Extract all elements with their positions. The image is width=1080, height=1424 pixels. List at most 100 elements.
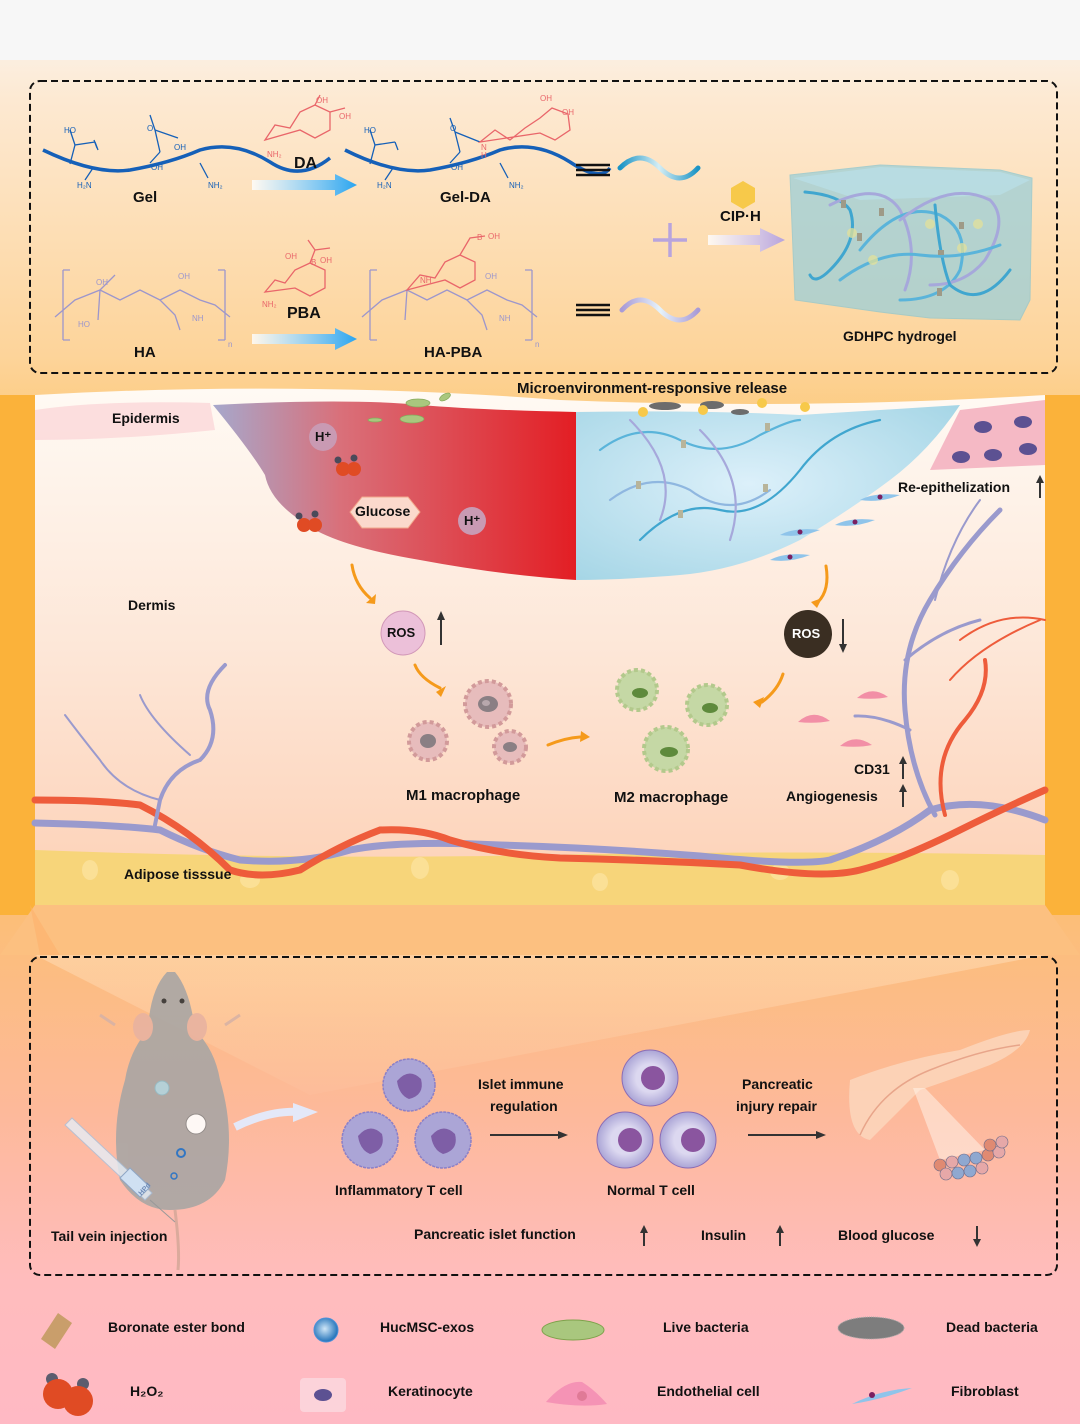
chem-group-gelda-oh: OH	[451, 163, 463, 172]
inflammatory-t-cell-label: Inflammatory T cell	[335, 1182, 463, 1198]
ha-label: HA	[134, 344, 156, 361]
chem-group-gelda-h: H	[481, 151, 487, 160]
chem-group-ha-oh-2: OH	[178, 272, 190, 281]
dermis-label: Dermis	[128, 597, 176, 613]
pba-molecule	[263, 239, 331, 297]
gel-da-strand-icon	[617, 155, 701, 181]
blood-vessels	[31, 499, 1049, 879]
glucose-label: Glucose	[355, 503, 411, 519]
gel-label: Gel	[133, 189, 158, 206]
chem-group-ha-oh: OH	[96, 278, 108, 287]
chem-group-gelda-oh-4: OH	[562, 108, 574, 117]
epidermis-label: Epidermis	[112, 410, 180, 426]
trend-arrows-wound	[899, 475, 1044, 807]
chem-group-pba-oh: OH	[285, 252, 297, 261]
legend-dead-bacteria-label: Dead bacteria	[946, 1319, 1038, 1335]
inflammatory-t-cells	[341, 1058, 472, 1169]
repair-label-line1: Pancreatic	[742, 1076, 813, 1092]
proton-bubble-2	[458, 507, 486, 535]
chem-group-hapba-oh-2: OH	[485, 272, 497, 281]
legend-boronate-label: Boronate ester bond	[108, 1319, 245, 1335]
pba-label: PBA	[287, 305, 321, 322]
normal-t-cells	[596, 1049, 717, 1169]
chem-group-ha-n: n	[228, 340, 233, 349]
keratinocyte-icon	[300, 1378, 346, 1412]
projection-fan	[35, 955, 1045, 1095]
chem-group-ha-ho: HO	[78, 320, 90, 329]
legend-live-bacteria-label: Live bacteria	[663, 1319, 749, 1335]
chem-group-gelda-o: O	[450, 124, 457, 133]
chem-group-da-oh-2: OH	[339, 112, 351, 121]
cip-drug-hexagon-icon	[731, 181, 755, 209]
da-label: DA	[294, 155, 318, 172]
hydrogel-label: GDHPC hydrogel	[843, 328, 957, 344]
ha-pba-label: HA-PBA	[424, 344, 483, 361]
glucose-hexagon	[349, 496, 421, 529]
mouse-illustration	[99, 972, 241, 1271]
fibroblast-cells	[770, 494, 900, 561]
adipose-label: Adipose tisssue	[124, 866, 232, 882]
chem-group-oh-2: OH	[151, 163, 163, 172]
gel-chain-structure	[42, 114, 332, 181]
legend-keratinocyte-label: Keratinocyte	[388, 1383, 473, 1399]
plus-sign	[653, 223, 687, 257]
chem-group-da-nh2: NH₂	[267, 150, 282, 159]
dead-bacteria-icon	[837, 1316, 905, 1340]
legend-exosome-label: HucMSC-exos	[380, 1319, 475, 1335]
legend-icons	[41, 1313, 912, 1416]
equivalent-sign-ha-pba	[576, 303, 610, 317]
chem-group-o: O	[147, 124, 154, 133]
exosome-icon	[313, 1317, 339, 1343]
h2o2-molecule-icon	[43, 1373, 93, 1416]
equivalent-sign-gel-da	[576, 163, 610, 177]
dopamine-molecule	[263, 94, 346, 142]
gel-da-label: Gel-DA	[440, 189, 491, 206]
released-drug-particles	[638, 398, 810, 417]
chem-group-hapba-oh: OH	[488, 232, 500, 241]
chem-group-oh: OH	[174, 143, 186, 152]
ha-pba-strand-icon	[619, 297, 701, 323]
endothelial-cell-icon	[546, 1381, 607, 1406]
live-bacteria-icon	[541, 1319, 605, 1341]
boronate-ester-bond-icon	[41, 1313, 72, 1349]
chem-group-gelda-oh-3: OH	[540, 94, 552, 103]
legend-endothelial-label: Endothelial cell	[657, 1383, 760, 1399]
top-margin	[0, 0, 1080, 60]
gdhpc-hydrogel-block	[789, 164, 1033, 321]
gel-da-chain-structure	[344, 107, 612, 181]
chem-group-hapba-b: B	[477, 233, 483, 242]
cip-h-label: CIP·H	[720, 208, 761, 225]
ha-pba-structure	[361, 235, 538, 341]
reaction-arrow-da	[252, 174, 357, 196]
outcome-trend-arrows	[640, 1225, 981, 1247]
syringe-icon	[64, 1117, 176, 1223]
normal-t-cell-label: Normal T cell	[607, 1182, 695, 1198]
chem-group-da-oh: OH	[316, 96, 328, 105]
pancreas-illustration	[849, 1030, 1030, 1181]
ros-low-label: ROS	[792, 626, 821, 641]
m2-macrophages	[615, 668, 729, 773]
chem-group-gelda-ho: HO	[364, 126, 376, 135]
ros-high-icon	[380, 610, 426, 656]
repair-label-line2: injury repair	[736, 1098, 817, 1114]
chem-group-hapba-nh: NH	[420, 276, 432, 285]
proton-label-1: H⁺	[315, 429, 332, 444]
m1-macrophages	[407, 679, 528, 765]
chem-group-gelda-n: N	[481, 143, 487, 152]
chem-group-ha-nh: NH	[192, 314, 204, 323]
m1-macrophage-label: M1 macrophage	[406, 787, 521, 804]
fibroblast-icon	[852, 1388, 912, 1404]
reaction-arrow-pba	[252, 328, 357, 350]
proton-label-2: H⁺	[464, 513, 481, 528]
ros-high-label: ROS	[387, 625, 416, 640]
outcome-islet-function-label: Pancreatic islet function	[414, 1226, 576, 1242]
legend-h2o2-label: H₂O₂	[130, 1383, 164, 1399]
h2o2-molecule-wound-2	[295, 510, 322, 532]
chem-group-gelda-h2n: H₂N	[377, 181, 392, 190]
chem-group-pba-nh2: NH₂	[262, 300, 277, 309]
angiogenesis-label: Angiogenesis	[786, 788, 878, 804]
chem-group-ho: HO	[64, 126, 76, 135]
tail-vein-injection-label: Tail vein injection	[51, 1228, 168, 1244]
cd31-label: CD31	[854, 761, 890, 777]
chem-group-hapba-nh-2: NH	[499, 314, 511, 323]
